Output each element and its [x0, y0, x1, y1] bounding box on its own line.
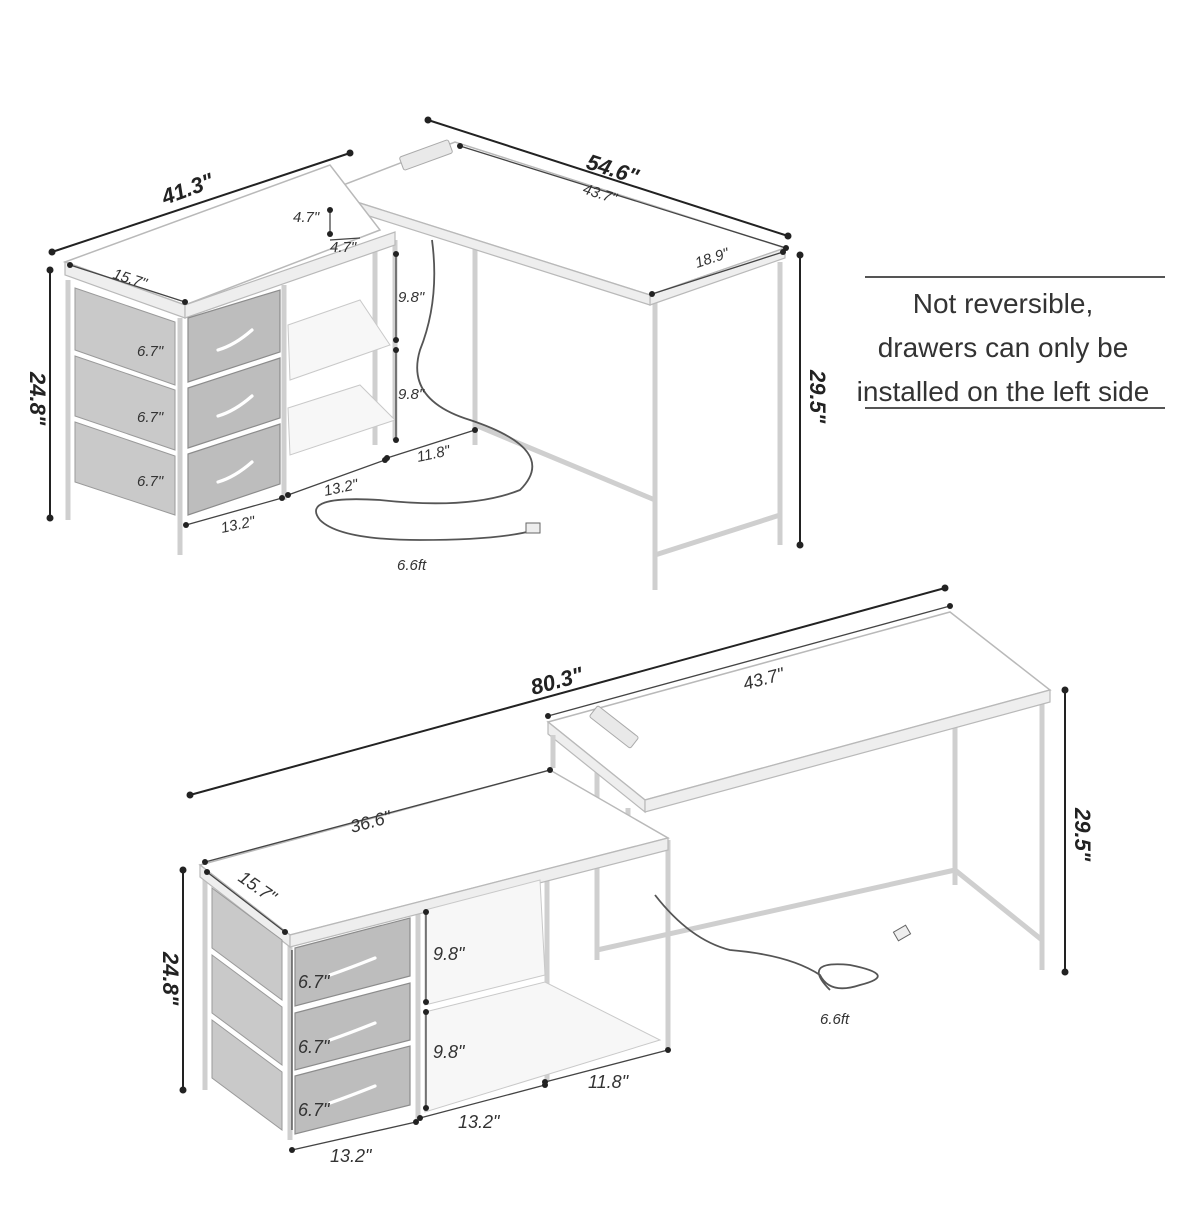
label-shelf-height-2: 9.8" [398, 386, 425, 403]
drawer-front [187, 423, 281, 516]
plug-icon [525, 522, 541, 534]
note-bottom-rule [865, 407, 1165, 409]
desk-stretcher [953, 868, 1044, 942]
plug-icon [892, 924, 912, 942]
mesh-shelf [424, 981, 662, 1113]
label-shelf-width: 13.2" [322, 476, 360, 500]
dim-line-shelf-depth [386, 429, 476, 459]
drawer-front [294, 982, 411, 1071]
power-cord [654, 894, 879, 991]
label-desk-height: 29.5" [1070, 807, 1095, 862]
drawer-front [187, 357, 281, 449]
dim-line-cabinet-depth [206, 871, 286, 933]
dim-line-drawer-width [291, 1121, 417, 1151]
label-drawer-height-2: 6.7" [137, 409, 164, 426]
drawer-side-panel [211, 1019, 283, 1131]
desk-top-front-edge [644, 689, 1051, 813]
label-drawer-height-1: 6.7" [137, 343, 164, 360]
dim-line-overall-width [427, 119, 789, 237]
dim-line-cabinet-depth [69, 264, 186, 303]
dim-line-cabinet-length [51, 152, 351, 253]
dim-line-riser-depth [329, 237, 361, 241]
cabinet-top-front-edge [184, 231, 396, 319]
label-cabinet-height: 24.8" [158, 951, 183, 1006]
drawer-front [187, 289, 281, 383]
desk-stretcher [596, 867, 956, 953]
dim-line-cabinet-length [204, 769, 551, 863]
label-cord-length: 6.6ft [397, 557, 427, 574]
drawer-handle [328, 1084, 377, 1105]
label-shelf-height-2: 9.8" [433, 1042, 466, 1062]
mesh-shelf [287, 384, 396, 456]
label-shelf-width: 13.2" [458, 1112, 501, 1132]
dim-line-drawer-width [185, 497, 283, 526]
drawer-handle [328, 1021, 377, 1042]
drawer-side-panel [74, 421, 176, 516]
mesh-shelf [287, 299, 391, 381]
desk-stretcher [654, 512, 781, 558]
drawer-handle [328, 956, 377, 977]
label-drawer-height-2: 6.7" [298, 1037, 331, 1057]
top-desk-illustration [62, 139, 788, 590]
desk-stretcher [474, 422, 656, 503]
note-line-1: Not reversible, [912, 288, 1094, 319]
drawer-side-panel [211, 887, 283, 1001]
power-cord [315, 239, 536, 541]
drawer-side-panel [211, 954, 283, 1066]
drawer-side-panel [74, 287, 176, 386]
label-cord-length: 6.6ft [820, 1011, 850, 1028]
cabinet-top-front-edge [289, 837, 669, 948]
dim-line-desk-length [547, 605, 951, 717]
label-desk-height: 29.5" [805, 369, 830, 424]
bottom-desk-illustration [198, 611, 1052, 1140]
label-drawer-height-3: 6.7" [137, 473, 164, 490]
drawer-handle [216, 394, 254, 418]
note-top-rule [865, 276, 1165, 278]
dim-line-shelf-depth [544, 1049, 669, 1083]
dim-line-overall-width [189, 587, 946, 796]
label-drawer-width: 13.2" [330, 1146, 373, 1166]
drawer-front [294, 917, 411, 1007]
dim-line-shelf-width [287, 459, 386, 496]
drawer-handle [216, 328, 254, 352]
label-riser-height: 4.7" [293, 209, 320, 226]
note-line-3: installed on the left side [856, 376, 1150, 407]
mesh-shelf [424, 879, 546, 1006]
label-drawer-height-3: 6.7" [298, 1100, 331, 1120]
label-drawer-width: 13.2" [219, 513, 257, 537]
power-strip [589, 705, 639, 749]
label-riser-depth: 4.7" [330, 239, 357, 256]
note-text-block: Not reversible, drawers can only be inst… [838, 282, 1168, 414]
desk-top [546, 611, 1052, 801]
dim-line-shelf-width [419, 1084, 546, 1119]
top-dimension-lines [46, 116, 804, 549]
label-shelf-height-1: 9.8" [398, 289, 425, 306]
drawer-handle [216, 460, 254, 484]
note-line-2: drawers can only be [877, 332, 1129, 363]
bottom-dimension-lines [179, 584, 1069, 1153]
label-cabinet-length: 41.3" [157, 168, 217, 210]
label-shelf-height-1: 9.8" [433, 944, 466, 964]
label-shelf-depth: 11.8" [415, 442, 452, 466]
dim-line-depth [651, 251, 784, 295]
label-shelf-depth: 11.8" [588, 1072, 630, 1092]
dim-line-desk-length [459, 145, 787, 249]
label-drawer-height-1: 6.7" [298, 972, 331, 992]
drawer-front [294, 1045, 411, 1135]
power-strip [399, 139, 453, 171]
label-cabinet-height: 24.8" [25, 371, 50, 426]
drawer-side-panel [74, 355, 176, 451]
